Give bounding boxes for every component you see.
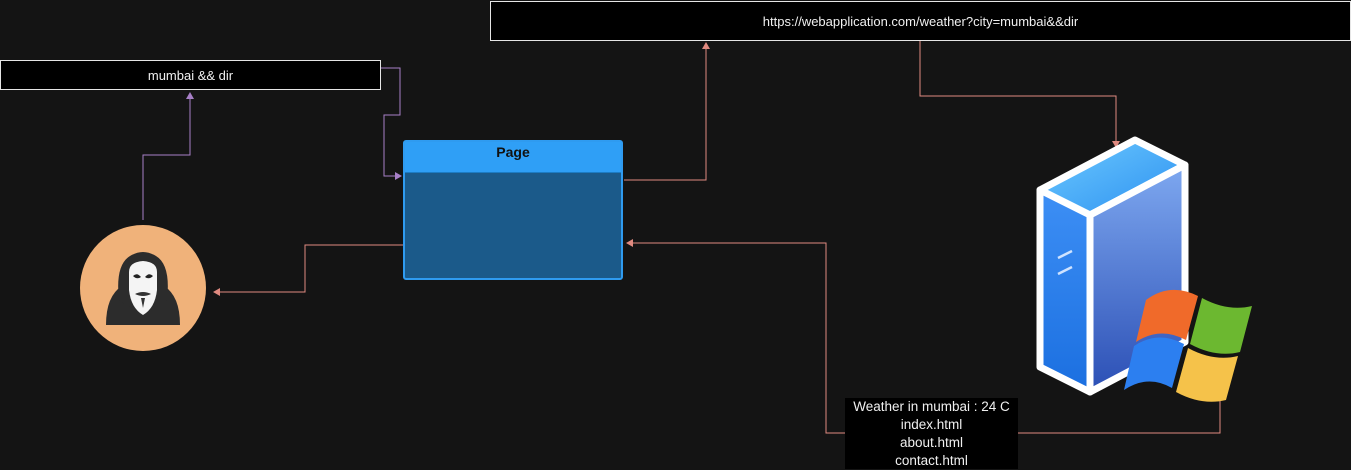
request-url-box: https://webapplication.com/weather?city=… xyxy=(490,1,1351,41)
request-url-text: https://webapplication.com/weather?city=… xyxy=(762,13,1079,29)
response-line: index.html xyxy=(900,417,963,432)
arrow-input-to-page xyxy=(381,67,402,180)
arrow-page-to-attacker xyxy=(213,244,403,296)
arrow-server-to-page xyxy=(626,239,1221,434)
page-node: Page xyxy=(403,140,623,280)
user-input-text: mumbai && dir xyxy=(147,67,234,83)
response-line: Weather in mumbai : 24 C xyxy=(853,399,1010,414)
arrow-page-to-url xyxy=(624,42,710,181)
server-response-box: Weather in mumbai : 24 C index.html abou… xyxy=(845,398,1018,469)
page-node-title: Page xyxy=(405,142,621,173)
windows-server-icon xyxy=(1036,136,1252,402)
anonymous-hacker-icon xyxy=(80,225,206,351)
response-line: contact.html xyxy=(895,453,968,468)
arrow-url-to-server xyxy=(919,41,1120,148)
response-line: about.html xyxy=(899,435,964,450)
user-input-box: mumbai && dir xyxy=(0,60,381,90)
arrow-attacker-to-input xyxy=(142,92,194,220)
